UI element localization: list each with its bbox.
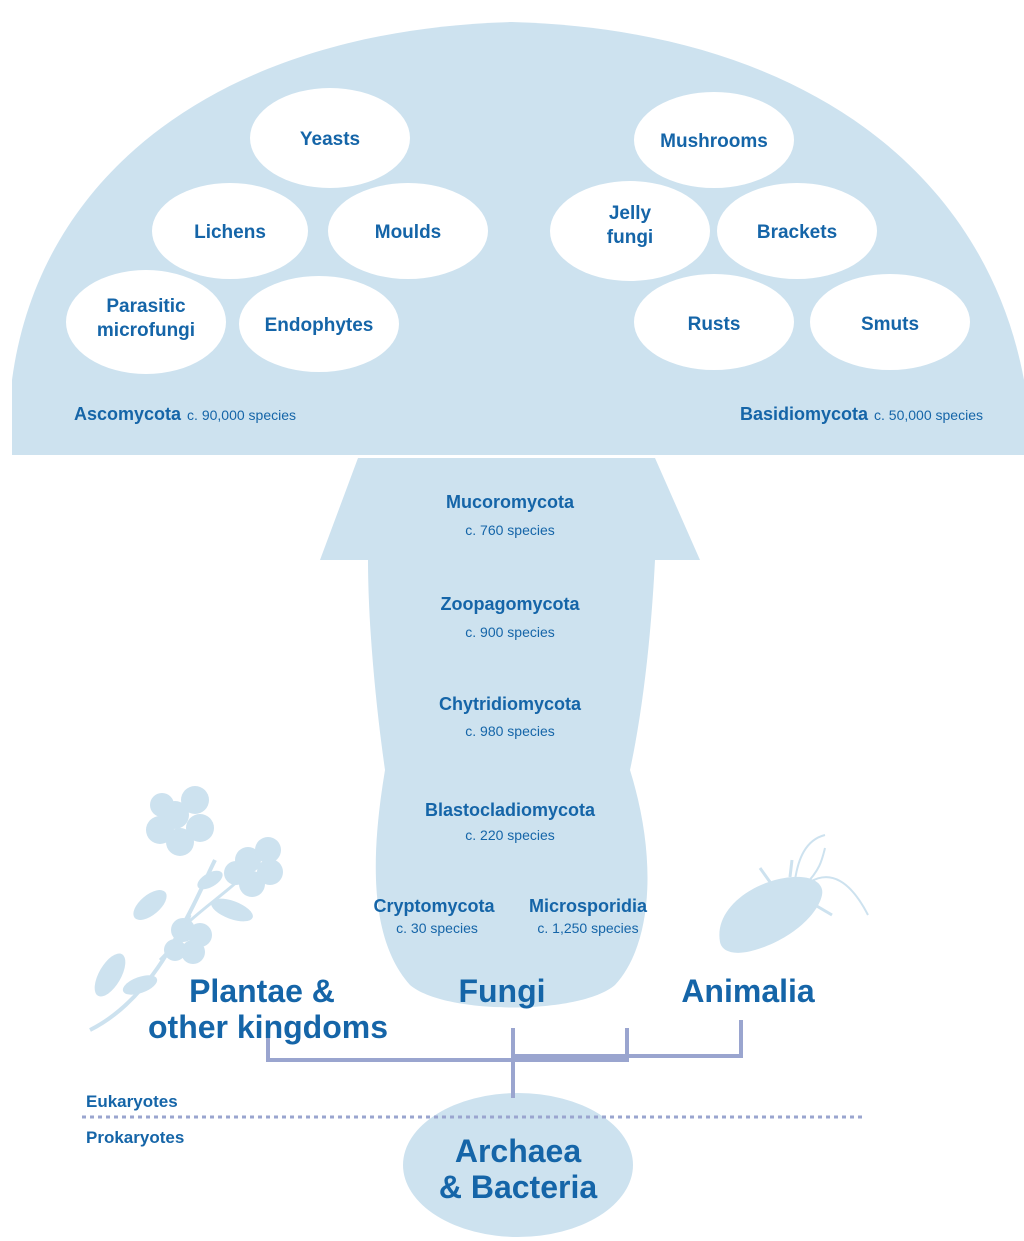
parasitic-microfungi-label: Parasitic microfungi [97, 296, 195, 341]
plantae-label-line2: other kingdoms [148, 1009, 388, 1045]
eukaryotes-label: Eukaryotes [86, 1092, 178, 1111]
chytridiomycota-species: c. 980 species [465, 723, 555, 739]
plantae-label-line1: Plantae & [189, 973, 335, 1009]
archaea-label-line2: & Bacteria [439, 1169, 598, 1205]
cryptomycota-name: Cryptomycota [373, 896, 495, 916]
jelly-fungi-label: Jelly fungi [607, 203, 653, 248]
archaea-label-line1: Archaea [455, 1133, 582, 1169]
prokaryotes-label: Prokaryotes [86, 1128, 184, 1147]
blastocladiomycota-species: c. 220 species [465, 827, 555, 843]
mushrooms-bubble [634, 92, 794, 188]
archaea-ellipse [403, 1093, 633, 1237]
parasitic-bubble [66, 270, 226, 374]
jelly-bubble [550, 181, 710, 281]
rusts-bubble [634, 274, 794, 370]
mucoromycota-name: Mucoromycota [446, 492, 575, 512]
zoopagomycota-name: Zoopagomycota [440, 594, 580, 614]
animalia-label: Animalia [681, 973, 815, 1009]
lichens-label: Lichens [194, 222, 266, 243]
basidiomycota-bubbles [550, 92, 970, 370]
mushroom-stem [320, 458, 700, 1008]
yeasts-label: Yeasts [300, 129, 360, 150]
moulds-label: Moulds [375, 222, 442, 243]
jelly-fungi-label-line-2: fungi [607, 227, 653, 248]
moulds-bubble [328, 183, 488, 279]
microsporidia-name: Microsporidia [529, 896, 648, 916]
smuts-label: Smuts [861, 314, 919, 335]
blastocladiomycota-name: Blastocladiomycota [425, 800, 596, 820]
cryptomycota-species: c. 30 species [396, 920, 478, 936]
lichens-bubble [152, 183, 308, 279]
flower-icon [89, 786, 283, 1032]
beetle-icon [719, 834, 869, 953]
mucoromycota-species: c. 760 species [465, 522, 555, 538]
smuts-bubble [810, 274, 970, 370]
chytridiomycota-name: Chytridiomycota [439, 694, 582, 714]
rusts-label: Rusts [688, 314, 741, 335]
tree-lines [266, 1020, 743, 1098]
microsporidia-species: c. 1,250 species [537, 920, 638, 936]
brackets-label: Brackets [757, 222, 837, 243]
endophytes-label: Endophytes [265, 315, 374, 336]
yeasts-bubble [250, 88, 410, 188]
jelly-fungi-label-line-1: Jelly [609, 203, 652, 224]
mushrooms-label: Mushrooms [660, 131, 768, 152]
zoopagomycota-species: c. 900 species [465, 624, 555, 640]
brackets-bubble [717, 183, 877, 279]
parasitic-microfungi-label-line-2: microfungi [97, 320, 195, 341]
fungi-label: Fungi [458, 973, 545, 1009]
ascomycota-bubbles [66, 88, 488, 374]
endophytes-bubble [239, 276, 399, 372]
parasitic-microfungi-label-line-1: Parasitic [106, 296, 186, 317]
